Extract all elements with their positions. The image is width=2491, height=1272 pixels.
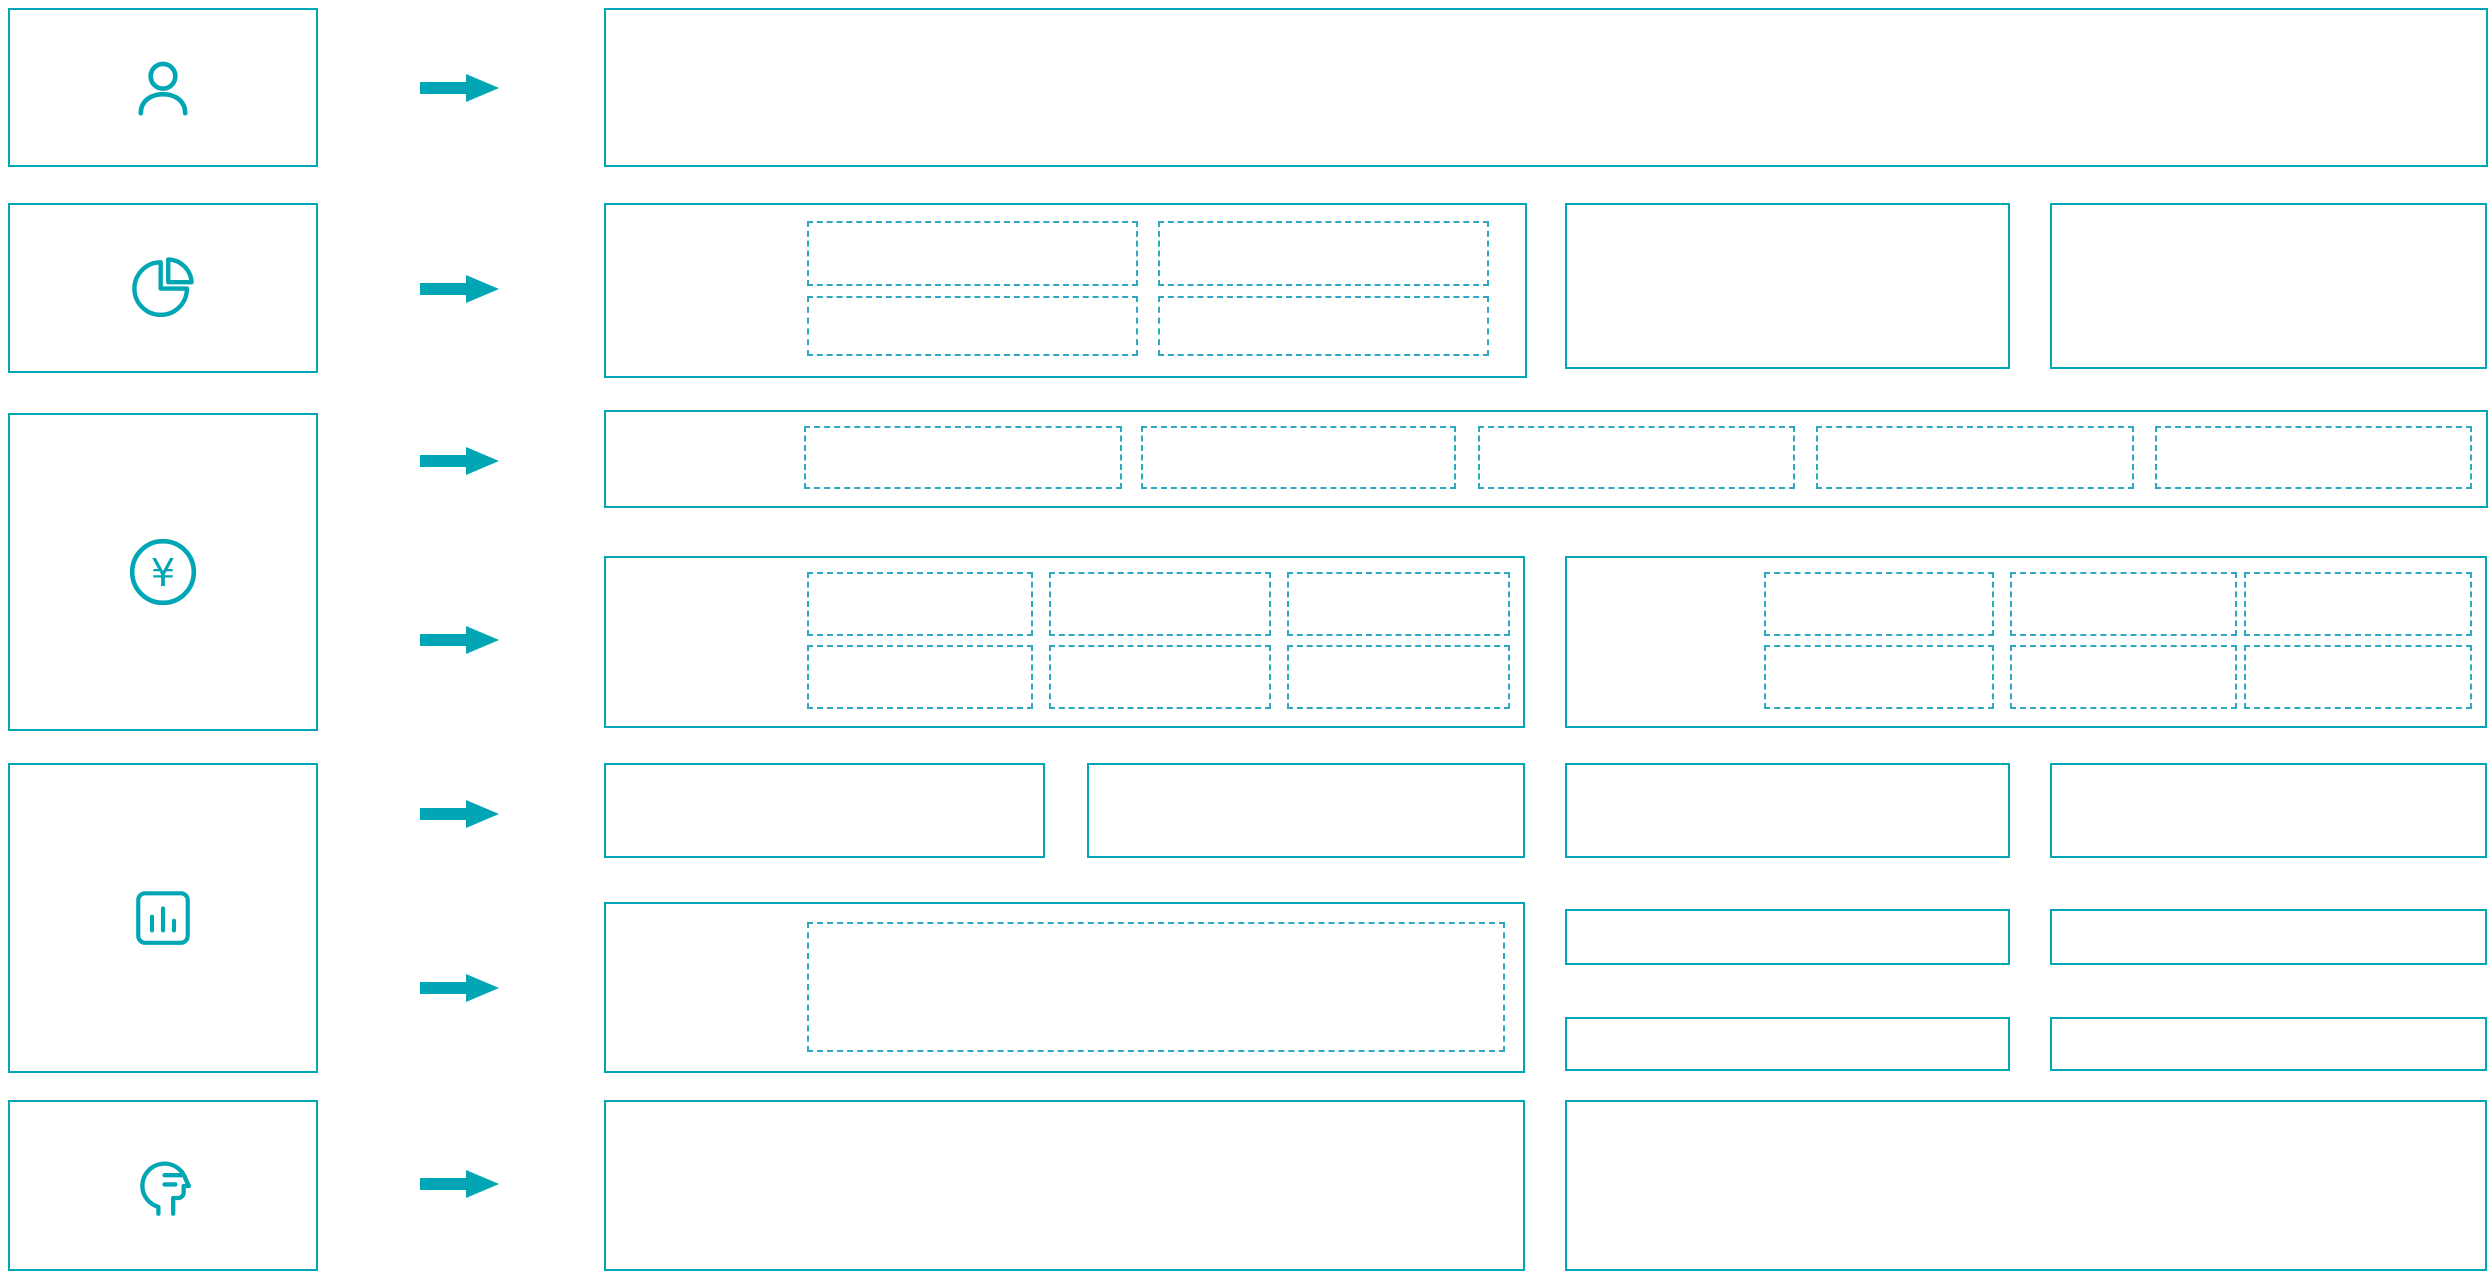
row2-field-1 [807, 221, 1138, 286]
row3-left-field-5 [1049, 645, 1271, 709]
arrow-right-icon [420, 275, 499, 303]
row2-field-3 [807, 296, 1138, 356]
row5-box-1 [604, 1100, 1525, 1271]
row3-right-field-3 [2244, 572, 2472, 636]
row3-left-field-1 [807, 572, 1033, 636]
row4-field [807, 922, 1505, 1052]
row3-left-field-4 [807, 645, 1033, 709]
stage-head-box [8, 1100, 318, 1271]
row2-side-box-1 [1565, 203, 2010, 369]
row3-strip-field-2 [1141, 426, 1456, 489]
stage-pie-box [8, 203, 318, 373]
row4-box-2 [1087, 763, 1525, 858]
row4-side-box-3 [1565, 1017, 2010, 1071]
row4-box-3 [1565, 763, 2010, 858]
row1-content-box [604, 8, 2488, 167]
row3-right-field-1 [1764, 572, 1994, 636]
row3-strip-field-3 [1478, 426, 1795, 489]
row3-left-field-3 [1287, 572, 1510, 636]
row4-side-box-1 [1565, 909, 2010, 965]
arrow-right-icon [420, 974, 499, 1002]
arrow-right-icon [420, 800, 499, 828]
row4-side-box-2 [2050, 909, 2487, 965]
bar-chart-icon [136, 891, 190, 945]
stage-yen-box: ¥ [8, 413, 318, 731]
row4-side-box-4 [2050, 1017, 2487, 1071]
row2-field-2 [1158, 221, 1489, 286]
yen-symbol: ¥ [151, 551, 176, 596]
row3-left-group-box [604, 556, 1525, 728]
head-profile-icon [140, 1161, 192, 1216]
row3-right-field-4 [1764, 645, 1994, 709]
row3-left-field-2 [1049, 572, 1271, 636]
row3-right-field-5 [2010, 645, 2237, 709]
row4-box-1 [604, 763, 1045, 858]
yen-coin-icon: ¥ [129, 538, 197, 606]
row2-field-4 [1158, 296, 1489, 356]
row5-box-2 [1565, 1100, 2487, 1271]
row3-right-field-6 [2244, 645, 2472, 709]
arrow-right-icon [420, 626, 499, 654]
row4-box-4 [2050, 763, 2487, 858]
row3-left-field-6 [1287, 645, 1510, 709]
row3-right-field-2 [2010, 572, 2237, 636]
arrow-right-icon [420, 1170, 499, 1198]
arrow-right-icon [420, 74, 499, 102]
stage-user-box [8, 8, 318, 167]
row3-right-group-box [1565, 556, 2487, 728]
stage-chart-box [8, 763, 318, 1073]
row3-strip-field-4 [1816, 426, 2134, 489]
arrow-right-icon [420, 447, 499, 475]
user-icon [138, 61, 188, 116]
row3-strip-field-1 [804, 426, 1122, 489]
pie-chart-icon [132, 257, 194, 317]
row3-strip-field-5 [2155, 426, 2472, 489]
row2-group-box [604, 203, 1527, 378]
row4-group-box [604, 902, 1525, 1073]
row2-side-box-2 [2050, 203, 2487, 369]
